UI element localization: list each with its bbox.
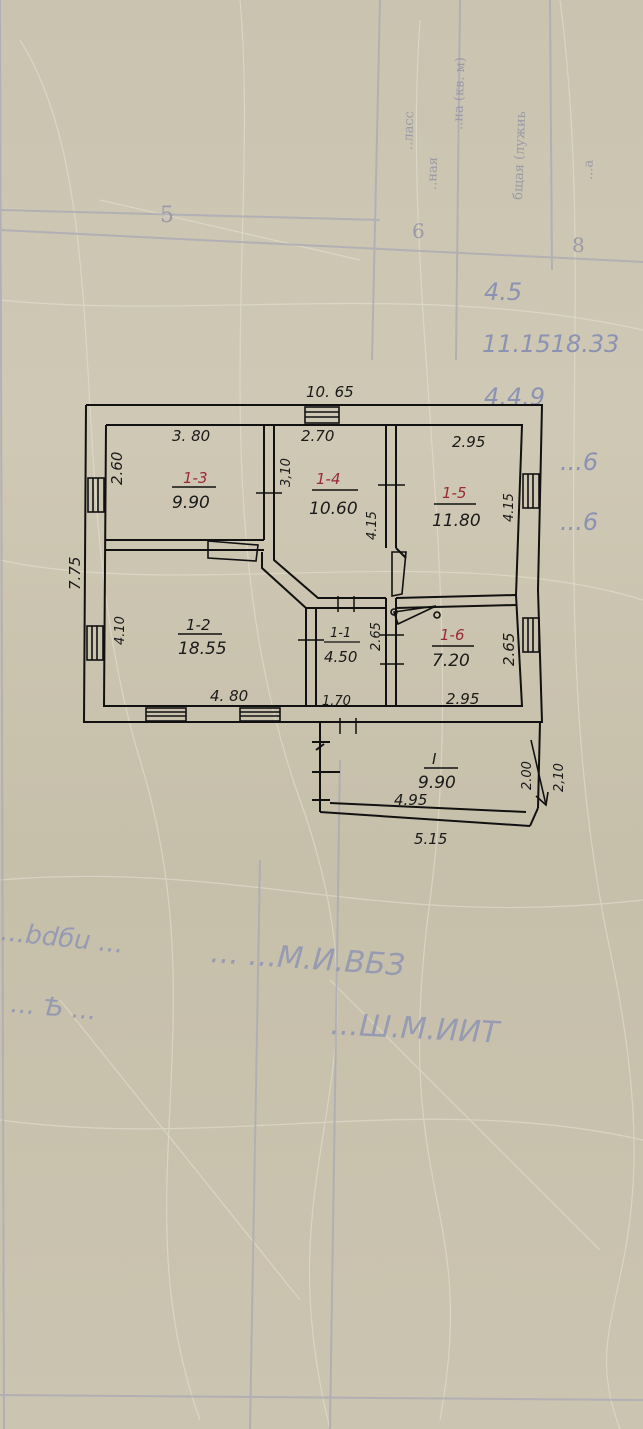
dimension-1-6-height: 2.65 [500,633,518,666]
dimension-1-5-height: 4.15 [502,493,517,522]
dimension-porch-right-outer: 2,10 [552,763,567,792]
dimension-1-1-width: 1.70 [322,694,351,709]
floor-plan-windows [86,406,540,722]
dimension-labels: 10. 65 7.75 3. 80 2.60 2.70 3,10 2.95 4.… [66,383,567,848]
dimension-1-3-width: 3. 80 [172,427,210,445]
floor-plan-fixtures [207,540,441,626]
dimension-1-4-height: 3,10 [279,458,294,487]
handwritten-note: 4.5 [484,278,522,306]
printed-fragment: бщая (лужиь [511,111,529,200]
faded-stamp-text: ...bdбu ... ... ...М.И.ВБЗ ... Ѣ ... ...… [0,917,503,1051]
dimension-1-5-width: 2.95 [452,433,485,451]
window-bottom-right [239,707,281,722]
window-left-lower [86,625,104,661]
porch-door-arrow [530,739,549,807]
column-number-5: 5 [160,203,174,228]
column-number-8: 8 [572,233,585,257]
faded-printed-fragments: ..ласс ..ная ..на (кв. м) бщая (лужиь ..… [401,57,597,200]
window-bottom-left [145,707,187,722]
dimension-1-2-width: 4. 80 [210,687,248,705]
room-area: 10.60 [309,499,358,519]
dimension-porch-right-inner: 2.00 [520,761,535,790]
stamp-line: ...Ш.М.ИИТ [330,1007,503,1051]
faded-column-numbers: 5 6 8 [160,203,585,257]
printed-fragment: ..на (кв. м) [451,57,469,130]
room-porch: I 9.90 [418,750,458,793]
room-code: 1-2 [186,616,211,634]
dimension-inner-415: 4.15 [365,511,380,540]
room-1-2: 1-2 18.55 [178,616,227,659]
printed-fragment: ..ласс [401,111,417,150]
room-code: 1-1 [330,626,351,641]
printed-fragment: ..ная [425,157,441,190]
stove-fixture [207,540,259,562]
room-1-5: 1-5 11.80 [432,484,481,531]
stamp-line: ... Ѣ ... [9,989,97,1026]
dimension-1-4-width: 2.70 [301,427,334,445]
room-1-3: 1-3 9.90 [172,469,216,513]
room-code: 1-5 [442,484,467,502]
printed-fragment: ...а [581,159,597,180]
dimension-overall-width: 10. 65 [306,383,354,401]
chimney-fixture [391,551,407,597]
room-code: 1-4 [316,470,341,488]
room-code: I [432,750,437,768]
room-1-6: 1-6 7.20 [432,626,474,671]
window-right-lower [522,617,540,653]
stamp-line: ...bdбu ... [0,917,125,960]
dimension-1-6-width: 2.95 [446,690,479,708]
floor-plan-walls [82,404,544,723]
dimension-porch-outer-width: 5.15 [414,830,447,848]
door-arc-fixture [392,605,437,626]
handwritten-note: ...6 [560,448,598,476]
room-area: 4.50 [324,648,357,666]
room-area: 9.90 [172,493,210,513]
room-1-1: 1-1 4.50 [324,626,360,666]
column-number-6: 6 [412,219,425,243]
room-1-4: 1-4 10.60 [309,470,358,519]
room-code: 1-3 [183,469,208,487]
room-code: 1-6 [440,626,465,644]
window-right-upper [522,473,540,509]
handwritten-note: 11.1518.33 [482,330,619,358]
dimension-1-3-height: 2.60 [108,452,126,485]
faded-handwritten-notes: 4.5 11.1518.33 4.4.9 ...6 ...6 [482,278,619,536]
door-tick-marks [256,484,405,734]
porch-outline [312,721,541,827]
room-area: 18.55 [178,639,227,659]
handwritten-note: 4.4.9 [484,383,545,411]
window-left-upper [87,477,105,513]
dimension-left-height: 7.75 [66,557,84,590]
window-top [304,406,340,424]
handwritten-note: ...6 [560,508,598,536]
stamp-line: ... ...М.И.ВБЗ [209,935,406,983]
room-labels: 1-3 9.90 1-4 10.60 1-5 11.80 1-2 18.55 1… [172,469,481,793]
dimension-1-2-height: 4.10 [113,616,128,645]
room-area: 9.90 [418,773,456,793]
dimension-porch-inner-width: 4.95 [394,791,427,809]
dimension-1-1-height: 2.65 [369,622,384,651]
room-area: 11.80 [432,511,481,531]
room-area: 7.20 [432,651,470,671]
